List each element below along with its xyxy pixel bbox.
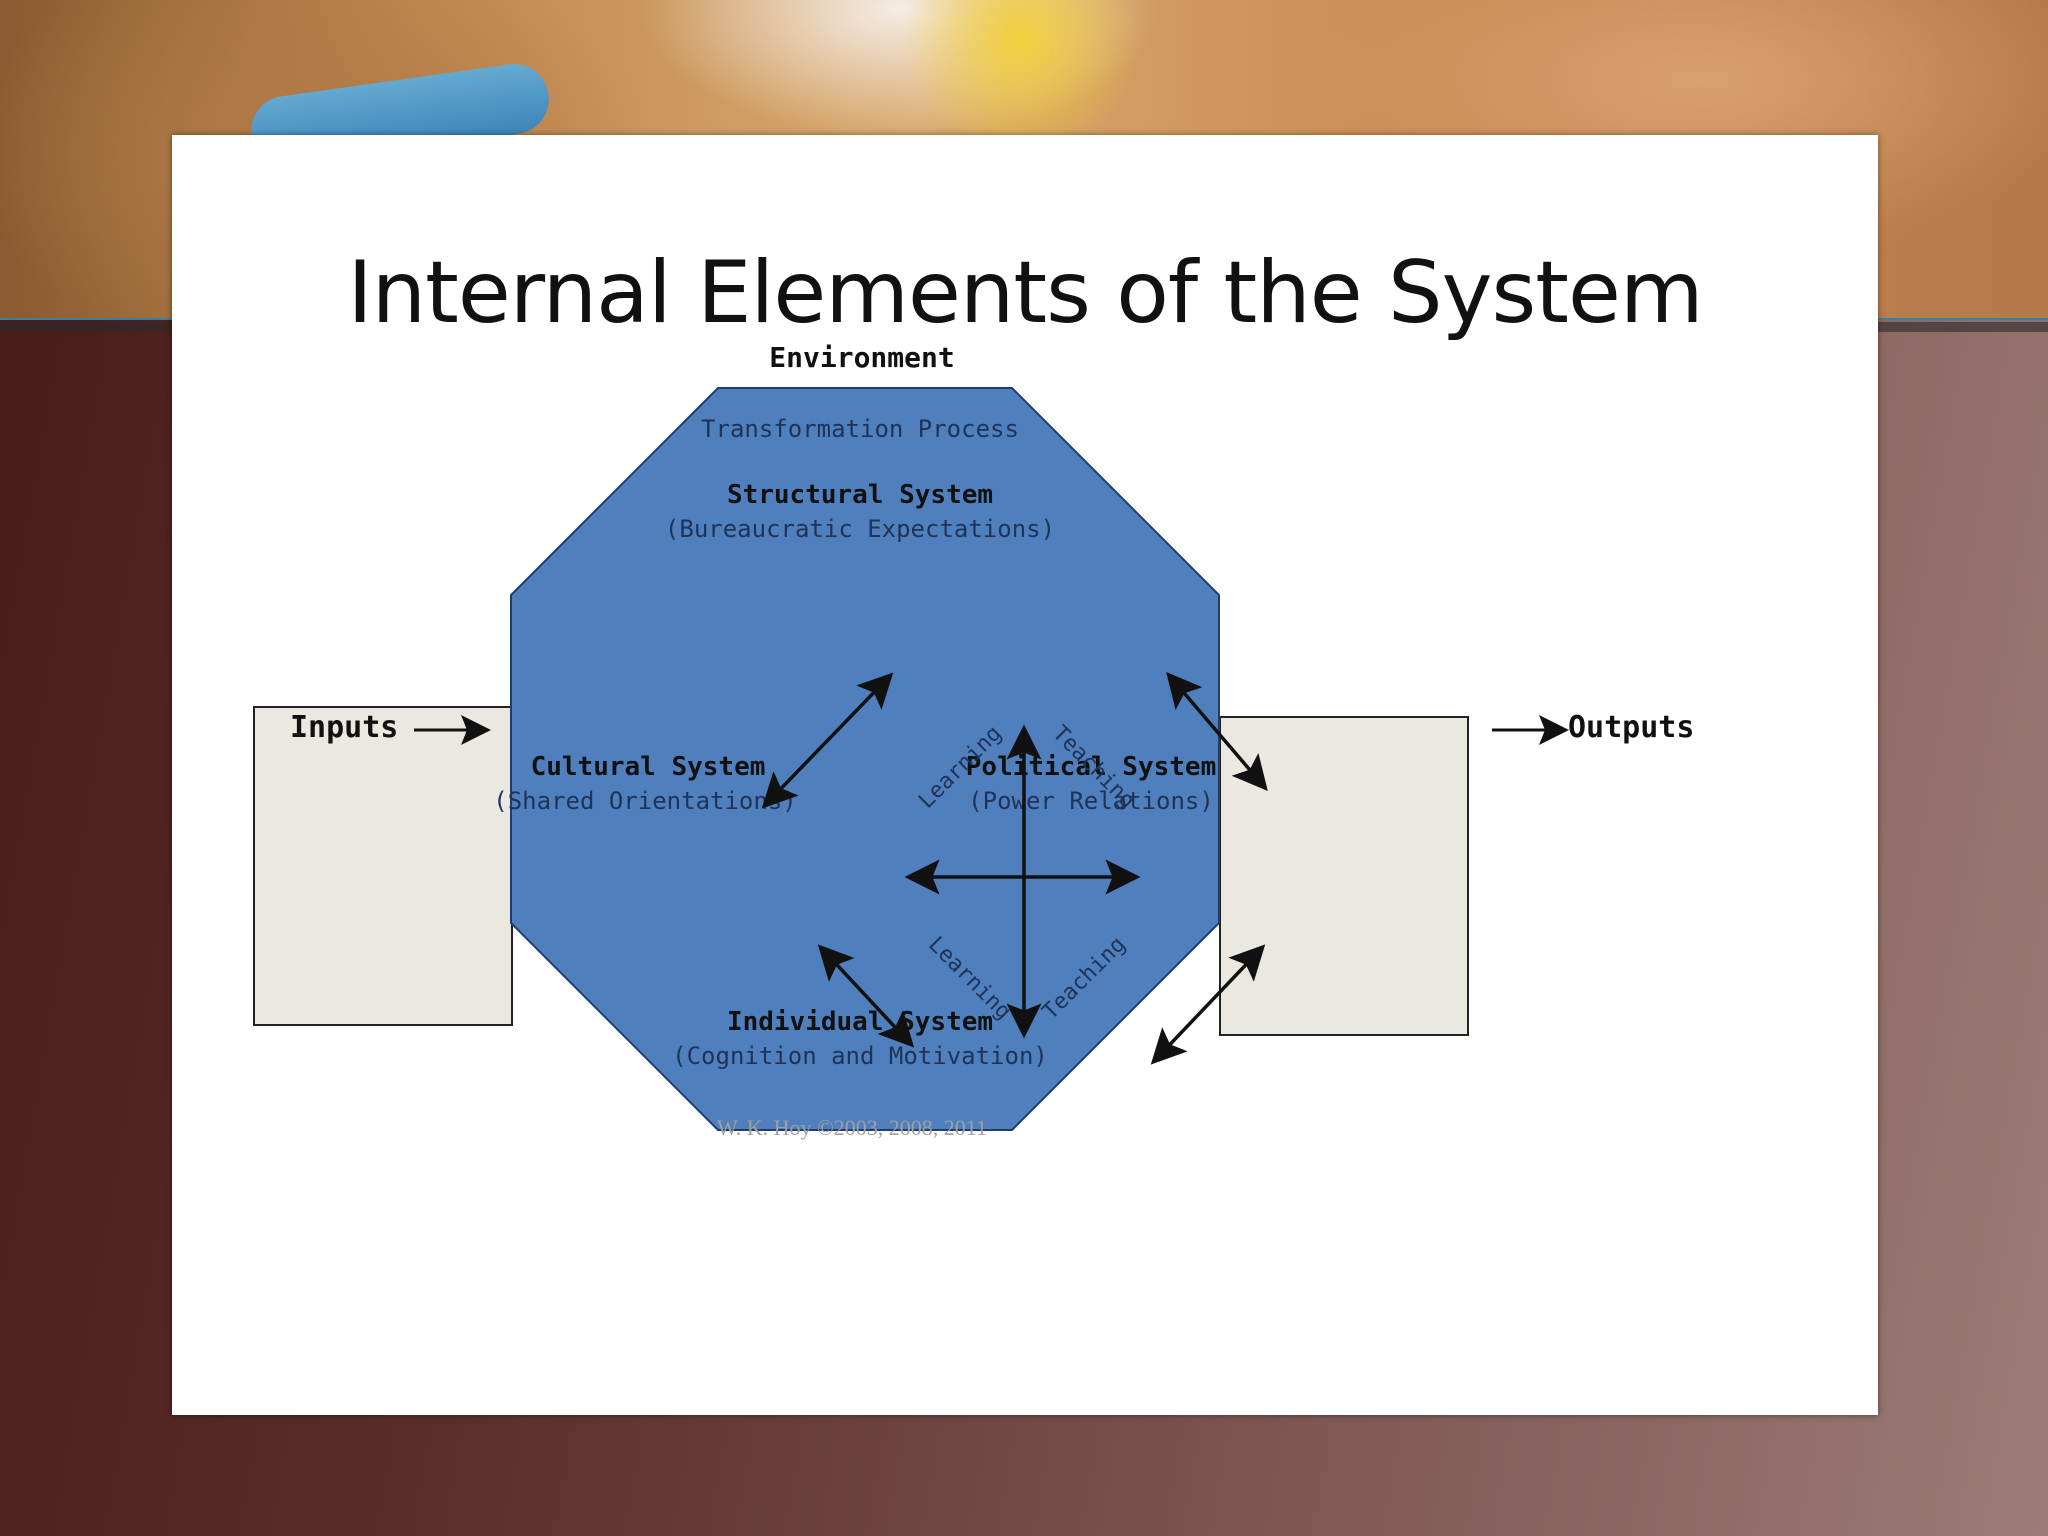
structural-system-sub: (Bureaucratic Expectations) — [665, 515, 1055, 543]
individual-system-sub: (Cognition and Motivation) — [672, 1042, 1048, 1070]
arrow-cultural-individual — [817, 944, 915, 1048]
arrow-structural-cultural — [761, 672, 894, 809]
slide-card: Internal Elements of the System Environm… — [172, 135, 1878, 1415]
environment-label: Environment — [769, 341, 954, 374]
cultural-system-name: Cultural System — [531, 752, 766, 782]
cultural-system-sub: (Shared Orientations) — [493, 787, 796, 815]
inputs-box — [253, 706, 513, 1026]
political-system-sub: (Power Relations) — [968, 787, 1214, 815]
system-diagram: Environment W. K. Hoy ©2003, 2008, 2011 … — [253, 341, 1694, 1140]
arrow-political-individual — [1150, 944, 1266, 1065]
arrow-structural-political — [1166, 672, 1268, 791]
transformation-label: Transformation Process — [701, 415, 1019, 443]
structural-system-name: Structural System — [727, 480, 993, 510]
slide-title: Internal Elements of the System — [347, 243, 1703, 343]
inputs-label: Inputs — [290, 710, 398, 745]
outputs-label: Outputs — [1568, 710, 1694, 745]
credit-label: W. K. Hoy ©2003, 2008, 2011 — [717, 1115, 987, 1140]
individual-system-name: Individual System — [727, 1007, 993, 1037]
outputs-box — [1219, 716, 1469, 1036]
